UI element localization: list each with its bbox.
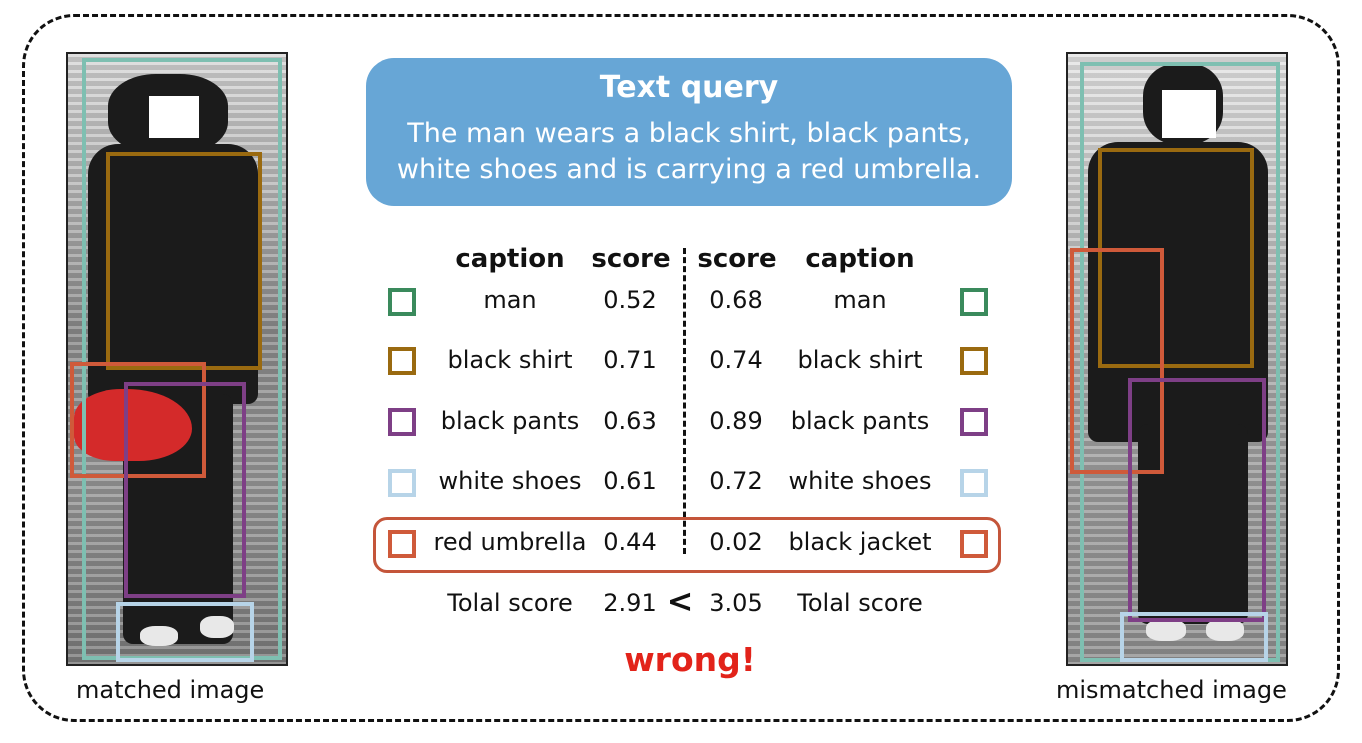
person-torso: [1088, 142, 1268, 442]
person-legs: [1138, 424, 1248, 624]
shoe: [1146, 619, 1186, 641]
right-caption-cell: black shirt: [797, 346, 923, 374]
right-caption-cell: man: [833, 286, 887, 314]
bbox-white-shoes: [1120, 612, 1268, 662]
right-score-cell: 0.72: [709, 467, 763, 495]
mismatched-image-label: mismatched image: [1056, 676, 1287, 704]
left-caption-cell: white shoes: [438, 467, 582, 495]
legend-swatch-shoes-left: [388, 469, 416, 497]
header-right-caption: caption: [805, 244, 915, 274]
right-total-value: 3.05: [709, 589, 763, 617]
left-score-cell: 0.71: [603, 346, 657, 374]
text-query-line-1: The man wears a black shirt, black pants…: [407, 118, 971, 149]
legend-swatch-shirt-left: [388, 347, 416, 375]
left-score-cell: 0.61: [603, 467, 657, 495]
column-divider: [683, 248, 686, 554]
verdict-wrong: wrong!: [624, 640, 756, 679]
legend-swatch-umbrella-left: [388, 530, 416, 558]
highlight-mismatch-row: [373, 517, 1001, 573]
left-total-value: 2.91: [603, 589, 657, 617]
left-caption-cell: man: [483, 286, 537, 314]
legend-swatch-pants-left: [388, 408, 416, 436]
bbox-white-shoes: [116, 602, 254, 662]
legend-swatch-jacket-right: [960, 530, 988, 558]
matched-person-photo: [66, 52, 288, 666]
face-mask: [1162, 90, 1216, 138]
right-caption-cell: white shoes: [788, 467, 932, 495]
left-caption-cell: black shirt: [447, 346, 573, 374]
red-umbrella-object: [74, 389, 192, 461]
person-torso: [88, 144, 258, 404]
shoe: [140, 626, 178, 646]
right-caption-cell: black jacket: [788, 528, 932, 556]
right-total-label: Tolal score: [797, 589, 923, 617]
left-caption-cell: red umbrella: [433, 528, 587, 556]
right-score-cell: 0.89: [709, 407, 763, 435]
bbox-black-jacket: [1070, 248, 1164, 474]
legend-swatch-pants-right: [960, 408, 988, 436]
text-query-title: Text query: [599, 70, 779, 105]
dashed-outer-frame: [22, 14, 1340, 722]
left-score-cell: 0.63: [603, 407, 657, 435]
shoe: [1206, 619, 1244, 641]
shoe: [200, 616, 234, 638]
header-left-score: score: [591, 244, 671, 274]
left-score-cell: 0.52: [603, 286, 657, 314]
face-mask: [149, 96, 199, 138]
text-query-line-2: white shoes and is carrying a red umbrel…: [396, 154, 982, 185]
header-right-score: score: [697, 244, 777, 274]
legend-swatch-man-right: [960, 288, 988, 316]
left-caption-cell: black pants: [440, 407, 580, 435]
less-than-comparator: <: [666, 582, 694, 620]
bbox-black-shirt: [106, 152, 262, 370]
left-total-label: Tolal score: [447, 589, 573, 617]
legend-swatch-shirt-right: [960, 347, 988, 375]
mismatched-person-photo: [1066, 52, 1288, 666]
bbox-black-pants: [1128, 378, 1266, 622]
bbox-black-pants: [124, 382, 246, 598]
bbox-black-shirt: [1098, 148, 1254, 368]
right-score-cell: 0.74: [709, 346, 763, 374]
right-caption-cell: black pants: [790, 407, 930, 435]
text-query-box: Text query The man wears a black shirt, …: [366, 58, 1012, 206]
legend-swatch-shoes-right: [960, 469, 988, 497]
legend-swatch-man-left: [388, 288, 416, 316]
right-score-cell: 0.68: [709, 286, 763, 314]
left-score-cell: 0.44: [603, 528, 657, 556]
right-score-cell: 0.02: [709, 528, 763, 556]
matched-image-label: matched image: [76, 676, 265, 704]
bbox-red-umbrella: [70, 362, 206, 478]
header-left-caption: caption: [455, 244, 565, 274]
